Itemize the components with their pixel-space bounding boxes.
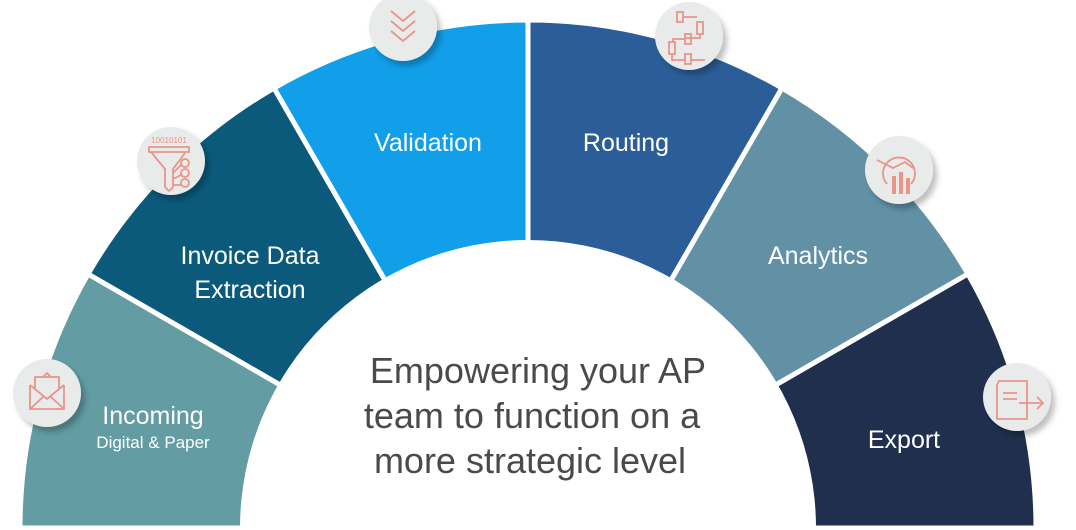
center-statement: Empowering your AP team to function on a… <box>364 350 706 481</box>
analytics-icon <box>865 136 933 204</box>
segment-label-export: Export <box>868 426 940 454</box>
workflow-icon <box>655 2 723 70</box>
segment-label-routing: Routing <box>583 129 669 157</box>
segment-label-incoming: Incoming <box>102 402 203 430</box>
document-export-icon <box>983 363 1051 431</box>
center-half-disc <box>240 240 816 530</box>
center-line-3: more strategic level <box>374 440 686 481</box>
center-line-1: Empowering your AP <box>370 350 706 391</box>
segment-label-validation: Validation <box>374 129 482 157</box>
center-line-2: team to function on a <box>364 395 701 436</box>
funnel-data-icon: 10010101 <box>137 127 205 195</box>
segment-sublabel-incoming: Digital & Paper <box>96 433 210 452</box>
triple-check-icon <box>369 0 437 61</box>
funnel-binary-text: 10010101 <box>151 136 187 145</box>
segment-labels: Incoming Digital & Paper Invoice Data Ex… <box>96 129 940 454</box>
segment-label-invoice-data-extraction: Invoice Data <box>181 242 320 270</box>
segment-label-invoice-data-extraction-2: Extraction <box>194 276 305 304</box>
segment-label-analytics: Analytics <box>768 242 868 270</box>
envelope-icon <box>13 359 81 427</box>
